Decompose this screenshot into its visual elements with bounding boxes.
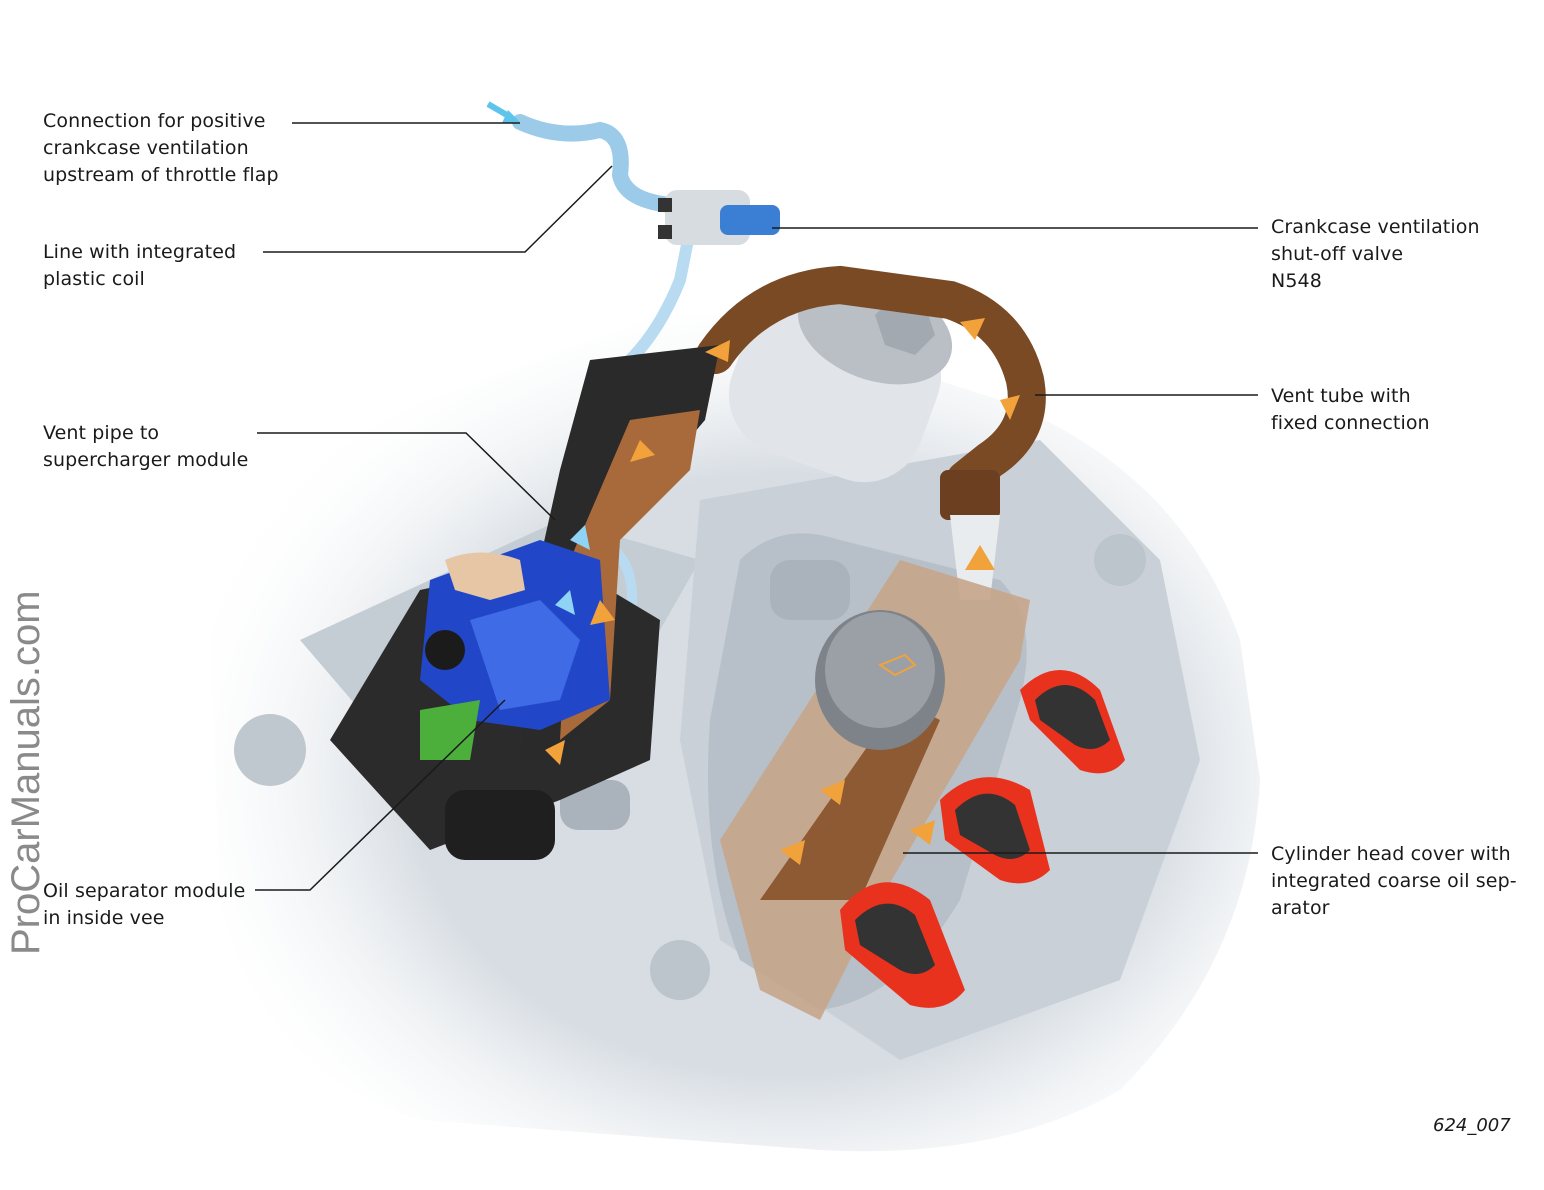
cylinder-head-cover — [720, 560, 1030, 1020]
label-vent-pipe-supercharger: Vent pipe to supercharger module — [43, 422, 249, 471]
label-shutoff-valve: Crankcase ventilation shut-off valve N54… — [1271, 216, 1480, 292]
leader-line-oil-separator — [255, 699, 506, 891]
figure-id: 624_007 — [1433, 1115, 1511, 1136]
label-oil-separator: Oil separator module in inside vee — [43, 880, 246, 929]
leader-lines — [255, 122, 1258, 891]
leader-line-vent-pipe — [257, 432, 556, 521]
shutoff-valve-n548 — [658, 190, 780, 245]
flow-arrows — [545, 318, 1020, 865]
leader-line-plastic-coil — [263, 165, 613, 253]
ignition-coils — [840, 670, 1125, 1008]
oil-separator-module — [330, 345, 720, 860]
label-pcv-connection: Connection for positive crankcase ventil… — [43, 110, 279, 186]
oil-can-icon — [877, 653, 917, 677]
label-plastic-coil-line: Line with integrated plastic coil — [43, 241, 237, 290]
inflow-arrow-icon — [486, 101, 520, 123]
label-vent-tube-fixed: Vent tube with fixed connection — [1271, 385, 1430, 434]
label-cylinder-head-cover: Cylinder head cover with integrated coar… — [1271, 843, 1517, 919]
vent-tube-brown — [696, 265, 1046, 600]
separator-flow-arrows — [555, 525, 590, 615]
watermark: ProCarManuals.com — [4, 590, 48, 955]
